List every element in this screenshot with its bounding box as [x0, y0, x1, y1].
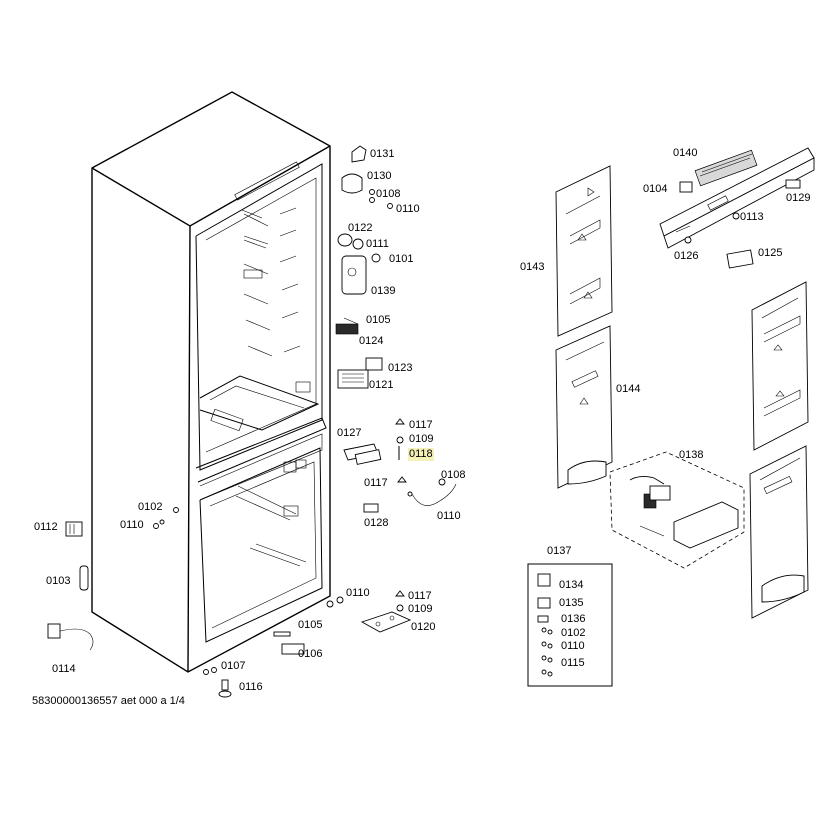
hinge-parts-middle — [343, 418, 457, 513]
callout-0126: 0126 — [674, 250, 699, 262]
document-id: 58300000136557 aet 000 a 1/4 — [32, 695, 185, 707]
callout-0135: 0135 — [559, 597, 584, 609]
door-lower-panel-144 — [555, 325, 613, 489]
assembly-0138 — [609, 451, 745, 569]
callout-0110-lower: 0110 — [437, 510, 461, 522]
callout-0117-bottom: 0117 — [408, 590, 432, 602]
callout-0110-bottom: 0110 — [346, 587, 370, 599]
fridge-door-lower-panel — [749, 445, 809, 619]
callout-0125: 0125 — [758, 247, 783, 259]
callout-0105-bottom: 0105 — [298, 619, 323, 631]
callout-0139: 0139 — [371, 285, 396, 297]
callout-0121: 0121 — [369, 379, 394, 391]
callout-0134: 0134 — [559, 579, 584, 591]
callout-0143: 0143 — [520, 261, 545, 273]
callout-0105: 0105 — [366, 314, 391, 326]
callout-0107: 0107 — [221, 660, 246, 672]
callout-0102: 0102 — [138, 501, 163, 513]
callout-0120: 0120 — [411, 621, 436, 633]
callout-0109-bottom: 0109 — [408, 603, 433, 615]
callout-0144: 0144 — [616, 383, 641, 395]
hinge-parts-top — [335, 145, 393, 389]
callout-0137: 0137 — [547, 545, 572, 557]
callout-0110-kit: 0110 — [561, 640, 585, 652]
callout-0102-kit: 0102 — [561, 627, 586, 639]
callout-0104: 0104 — [643, 183, 668, 195]
callout-0117: 0117 — [409, 419, 433, 431]
callout-0113: 0113 — [740, 211, 764, 223]
callout-0138: 0138 — [679, 449, 704, 461]
callout-0124: 0124 — [359, 335, 384, 347]
callout-0118-highlighted: 0118 — [408, 448, 434, 461]
callout-0116: 0116 — [239, 681, 263, 693]
callout-0129: 0129 — [786, 192, 811, 204]
callout-0106: 0106 — [298, 648, 323, 660]
callout-0111: 0111 — [366, 238, 389, 250]
callout-0110-left: 0110 — [120, 519, 144, 531]
freezer-door-upper-panel — [555, 165, 613, 337]
callout-0109: 0109 — [409, 433, 434, 445]
fridge-cabinet — [91, 91, 331, 673]
callout-0108-lower: 0108 — [441, 469, 466, 481]
callout-0122: 0122 — [348, 222, 373, 234]
callout-0131: 0131 — [370, 148, 395, 160]
callout-0130: 0130 — [367, 170, 392, 182]
loose-small-parts — [47, 507, 412, 698]
callout-0103: 0103 — [46, 575, 71, 587]
callout-0108: 0108 — [376, 188, 401, 200]
callout-0128: 0128 — [364, 517, 389, 529]
callout-0101: 0101 — [389, 253, 414, 265]
kit-0137 — [527, 563, 613, 687]
callout-0127: 0127 — [337, 427, 362, 439]
callout-0115: 0115 — [561, 657, 585, 669]
callout-0136: 0136 — [561, 613, 586, 625]
callout-0117-lower: 0117 — [364, 477, 388, 489]
control-strip — [659, 147, 815, 269]
callout-0114: 0114 — [52, 663, 76, 675]
callout-0110: 0110 — [396, 203, 420, 215]
callout-0123: 0123 — [388, 362, 413, 374]
callout-0112: 0112 — [34, 521, 58, 533]
fridge-door-upper-panel — [751, 281, 809, 451]
callout-0140: 0140 — [673, 147, 698, 159]
